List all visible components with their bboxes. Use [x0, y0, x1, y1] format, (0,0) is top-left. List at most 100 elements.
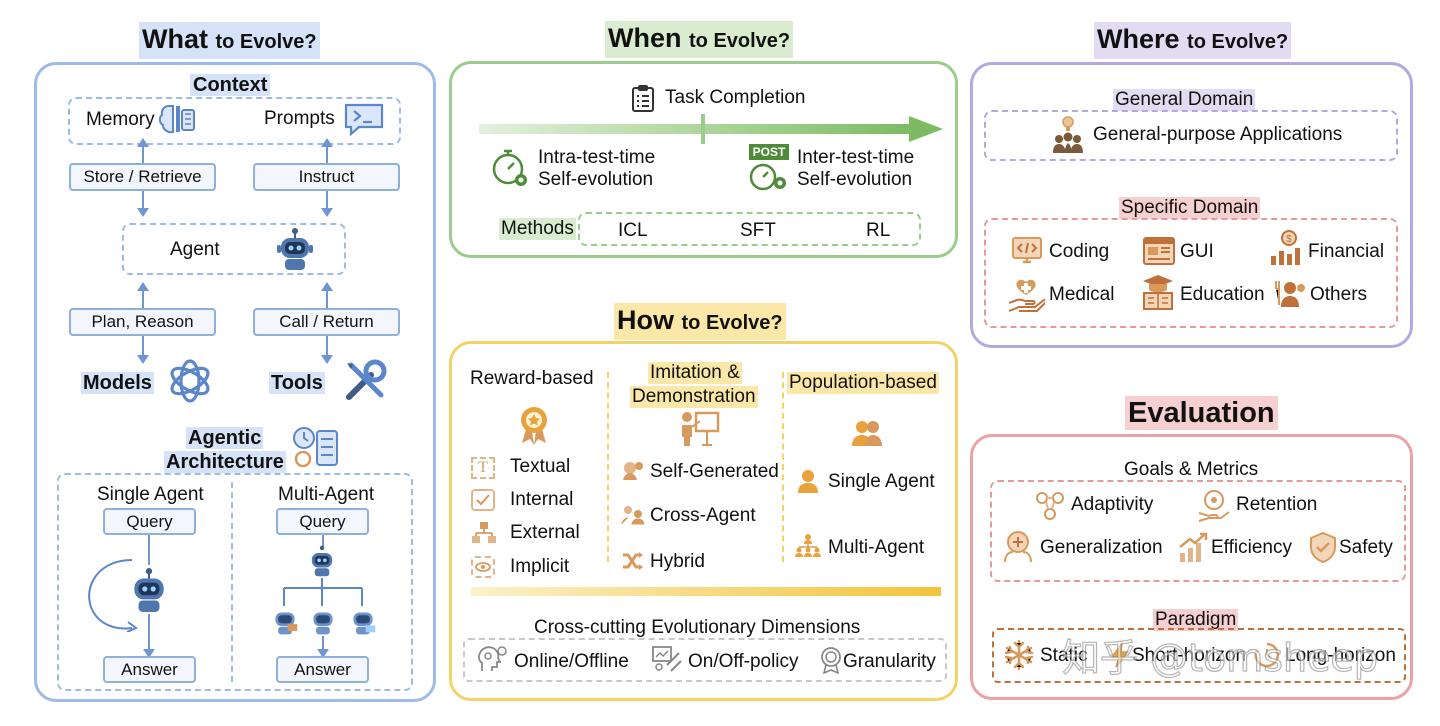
reward-textual: Textual	[510, 456, 571, 477]
store-arrow	[137, 191, 149, 217]
adaptivity-icon	[1032, 490, 1068, 522]
how-panel	[449, 341, 958, 701]
imitation-line-1: Imitation &	[648, 362, 742, 384]
hybrid-icon	[620, 549, 646, 573]
education-icon	[1140, 272, 1176, 312]
metric-generalization: Generalization	[1040, 537, 1163, 558]
inter-line-2: Self-evolution	[797, 169, 913, 190]
paradigm-static: Static	[1040, 645, 1088, 666]
single-query-line	[148, 535, 150, 565]
what-title-small: to Evolve?	[215, 31, 317, 53]
population-based-label: Population-based	[787, 372, 939, 394]
single-query-box: Query	[103, 508, 196, 535]
single-agent-icon	[796, 468, 820, 494]
agentic-arch-label-2: Architecture	[164, 451, 286, 473]
multi-query-box: Query	[276, 508, 369, 535]
population-single-agent: Single Agent	[828, 471, 935, 492]
cross-agent-icon	[620, 503, 646, 527]
clipboard-icon	[629, 83, 657, 113]
reward-internal: Internal	[510, 489, 574, 510]
online-offline-icon	[475, 644, 509, 674]
general-apps-label: General-purpose Applications	[1093, 124, 1343, 145]
plan-reason-box: Plan, Reason	[69, 308, 216, 336]
post-badge: POST	[749, 144, 789, 160]
reward-external: External	[510, 522, 580, 543]
group-icon	[850, 418, 884, 448]
instruct-arrow	[321, 191, 333, 217]
when-title-small: to Evolve?	[689, 30, 791, 52]
financial-icon: $	[1268, 229, 1304, 267]
memory-arrow	[137, 138, 149, 163]
models-label: Models	[81, 372, 154, 394]
domain-education: Education	[1180, 284, 1265, 305]
methods-box	[578, 212, 921, 246]
when-title-big: When	[608, 23, 682, 53]
what-title-big: What	[142, 24, 208, 54]
paradigm-short-horizon: Short-horizon	[1132, 645, 1247, 666]
call-return-box: Call / Return	[253, 308, 400, 336]
imitation-self-generated: Self-Generated	[650, 461, 779, 482]
prompts-arrow	[321, 138, 333, 163]
how-title: How to Evolve?	[614, 303, 786, 340]
specific-domain-box	[984, 218, 1398, 328]
where-panel	[970, 62, 1413, 348]
how-divider-2	[782, 372, 784, 562]
long-horizon-icon	[1252, 640, 1282, 670]
metric-safety: Safety	[1339, 537, 1393, 558]
metric-retention: Retention	[1236, 494, 1318, 515]
how-gradient-bar	[471, 587, 941, 596]
population-multi-agent: Multi-Agent	[828, 537, 925, 558]
task-completion-label: Task Completion	[665, 87, 806, 108]
evaluation-panel	[970, 434, 1413, 700]
generalization-icon	[1000, 528, 1036, 564]
specific-domain-label: Specific Domain	[1119, 197, 1261, 219]
robot-icon	[273, 226, 317, 272]
plan-arrow-down	[137, 336, 149, 364]
metric-adaptivity: Adaptivity	[1071, 494, 1154, 515]
internal-icon	[471, 489, 495, 511]
cross-online-offline: Online/Offline	[514, 651, 629, 672]
goals-metrics-label: Goals & Metrics	[1124, 459, 1259, 480]
terminal-chat-icon	[343, 100, 385, 138]
architecture-box	[57, 473, 413, 691]
plan-arrow-up	[137, 282, 149, 308]
multi-robot-2-icon	[308, 604, 338, 636]
multi-robot-1-icon	[270, 604, 300, 636]
how-title-big: How	[617, 305, 674, 335]
multi-query-line	[322, 535, 324, 547]
granularity-icon	[818, 645, 844, 675]
architecture-icon	[290, 424, 342, 472]
medical-icon	[1006, 274, 1046, 314]
multi-answer-arrow	[317, 636, 329, 658]
multi-agent-icon	[794, 532, 822, 558]
snowflake-icon	[1002, 638, 1036, 672]
agent-label: Agent	[170, 239, 220, 260]
medal-icon	[516, 404, 552, 446]
inter-line-1: Inter-test-time	[797, 147, 915, 168]
where-title: Where to Evolve?	[1094, 22, 1292, 59]
domain-coding: Coding	[1049, 241, 1110, 262]
self-generated-icon	[620, 459, 646, 483]
paradigm-box	[992, 628, 1406, 683]
multi-robot-3-icon	[348, 604, 378, 636]
reward-implicit: Implicit	[510, 556, 570, 577]
multi-agent-label: Multi-Agent	[278, 484, 375, 505]
single-answer-arrow	[143, 614, 155, 658]
paradigm-label: Paradigm	[1153, 609, 1239, 631]
multi-answer-box: Answer	[276, 656, 369, 683]
wrench-screwdriver-icon	[340, 356, 390, 406]
store-retrieve-box: Store / Retrieve	[69, 163, 216, 191]
cross-granularity: Granularity	[843, 651, 936, 672]
imitation-hybrid: Hybrid	[650, 551, 705, 572]
textual-icon: T	[471, 457, 495, 479]
implicit-icon	[471, 556, 495, 578]
multi-robot-top-icon	[306, 545, 338, 577]
safety-icon	[1307, 530, 1339, 564]
watermark: 知乎 @tomsheep	[1061, 635, 1379, 680]
openai-icon	[164, 355, 216, 407]
loop-arrow	[82, 556, 144, 632]
domain-financial: Financial	[1308, 241, 1385, 262]
on-off-policy-icon	[650, 644, 684, 674]
method-sft: SFT	[740, 220, 776, 241]
context-label: Context	[190, 74, 271, 96]
